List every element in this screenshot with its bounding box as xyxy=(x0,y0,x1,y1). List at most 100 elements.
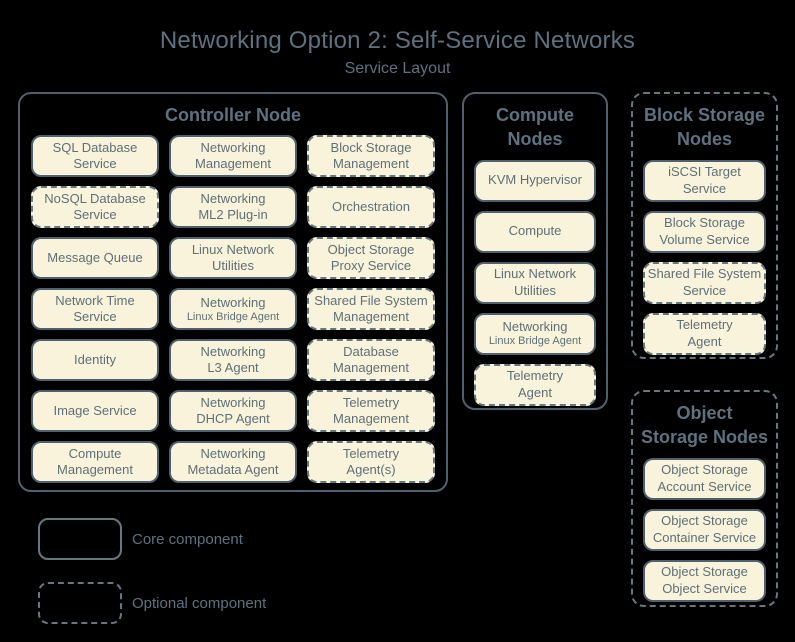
service-label: Service xyxy=(73,156,117,172)
legend-core-label: Core component xyxy=(132,530,243,548)
service-label: Account Service xyxy=(657,478,752,494)
service-label: Management xyxy=(333,156,409,172)
diagram-subtitle: Service Layout xyxy=(344,60,451,77)
service-label: Telemetry xyxy=(506,368,564,384)
service-label: Management xyxy=(333,411,409,427)
service-label: Shared File System xyxy=(314,293,428,309)
service-label: Service xyxy=(682,180,727,196)
section-title-line: Block Storage xyxy=(643,105,766,125)
legend-optional-swatch xyxy=(38,582,122,624)
section-title-line: Compute xyxy=(496,105,574,125)
service-label: Volume Service xyxy=(659,231,750,247)
service-label: Object Storage xyxy=(327,242,415,258)
service-label: iSCSI Target xyxy=(668,164,741,180)
service-label: Network Time xyxy=(55,293,135,309)
service-label: Service xyxy=(682,282,727,298)
service-label: Object Storage xyxy=(661,513,748,529)
diagram-title: Networking Option 2: Self-Service Networ… xyxy=(159,27,636,54)
service-label: Agent xyxy=(518,384,552,400)
service-label: Networking xyxy=(502,318,568,334)
service-label: Management xyxy=(333,309,409,325)
section-title: Controller Node xyxy=(20,94,446,127)
service-box: KVM Hypervisor xyxy=(474,159,596,202)
service-label: Shared File System xyxy=(647,266,762,282)
service-label: Utilities xyxy=(514,282,556,298)
service-label: Service xyxy=(73,207,117,223)
service-label: Orchestration xyxy=(331,199,411,215)
service-label: Utilities xyxy=(212,258,254,274)
service-label: Networking xyxy=(200,344,266,360)
service-label: Compute xyxy=(508,223,562,239)
service-label: Telemetry xyxy=(676,317,733,333)
service-label: KVM Hypervisor xyxy=(488,172,582,188)
section-title-line: Nodes xyxy=(507,129,563,150)
service-box: Compute xyxy=(474,210,596,253)
service-label: Networking xyxy=(200,294,266,310)
service-label: Agent(s) xyxy=(346,462,396,478)
service-label: Object Storage xyxy=(661,462,748,478)
service-label: Container Service xyxy=(652,529,757,545)
service-label: Object Service xyxy=(662,580,747,596)
service-label: Message Queue xyxy=(47,250,143,266)
section-title-line: Controller Node xyxy=(164,105,301,125)
service-box: Orchestration xyxy=(307,186,435,229)
service-label: SQL Database xyxy=(52,140,138,156)
legend-optional-label: Optional component xyxy=(132,594,267,612)
service-box: Image Service xyxy=(31,390,159,433)
service-label: Linux Network xyxy=(493,266,577,282)
service-label: Management xyxy=(57,462,133,478)
service-label: Agent xyxy=(687,333,722,349)
service-box: Identity xyxy=(31,339,159,382)
service-label: Identity xyxy=(74,352,116,368)
section-title-line: Nodes xyxy=(676,129,732,150)
legend-core-swatch xyxy=(38,518,122,560)
service-box: Message Queue xyxy=(31,237,159,280)
service-label: NoSQL Database xyxy=(44,191,146,207)
service-label: DHCP Agent xyxy=(196,411,270,427)
service-label: Management xyxy=(195,156,271,172)
service-label: Proxy Service xyxy=(330,258,412,274)
service-label: L3 Agent xyxy=(207,360,259,376)
service-label: Database xyxy=(343,344,399,360)
service-label: ML2 Plug-in xyxy=(198,207,268,223)
service-label: Metadata Agent xyxy=(187,462,279,478)
service-label: Block Storage xyxy=(330,140,412,156)
service-label: Telemetry xyxy=(342,446,400,462)
service-label: Object Storage xyxy=(661,564,748,580)
